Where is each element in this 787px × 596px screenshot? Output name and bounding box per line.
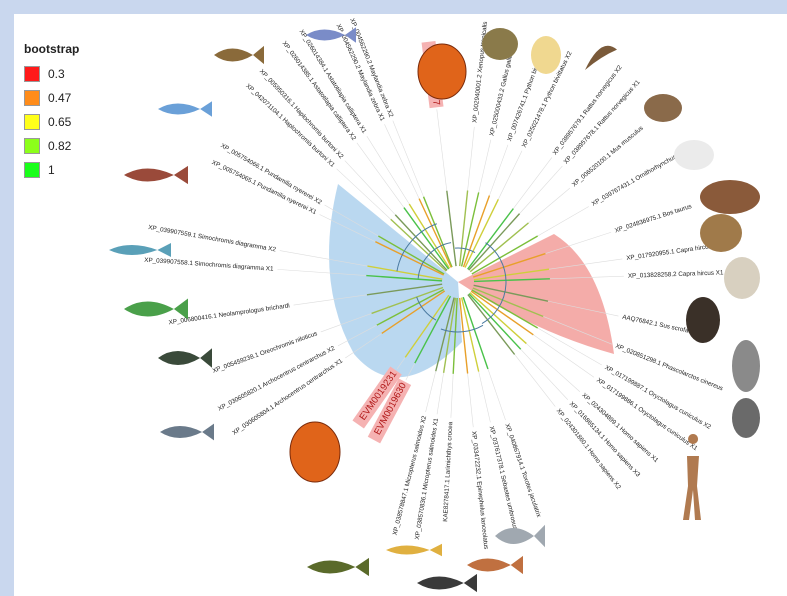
platypus-image (700, 180, 760, 214)
leaf-guide-line (538, 207, 589, 237)
leaf-label-group: KAE8278417.1 Larimichthys crocea (442, 421, 454, 522)
leaf-guide-line (479, 372, 491, 423)
leaf-label: XP_039907558.1 Simochromis diagramma X1 (144, 257, 274, 273)
fish-epinephelus-image (417, 574, 477, 592)
cow-image (700, 214, 742, 252)
leaf-guide-line (426, 371, 436, 412)
tree-canvas: bootstrap 0.3 0.47 0.65 0.82 1 XP_004562… (14, 14, 787, 596)
leaf-label-group: XP_033472232.1 Epinephelus lanceolatus (470, 431, 489, 550)
fish-archocentrus-image (160, 424, 214, 441)
leaf-label: XP_024836975.1 Bos taurus (614, 203, 693, 235)
fish-astatotilapia-image (214, 46, 264, 64)
tree-branch (465, 199, 498, 267)
tree-branch (447, 191, 456, 266)
phylogenetic-tree: XP_004562290.2 Maylandia zebra X2XP_0045… (14, 14, 787, 596)
discus-evm0006977-image (418, 44, 466, 99)
fish-neolamprologus-image (124, 299, 188, 320)
leaf-guide-line (526, 344, 580, 392)
rat-image (644, 94, 682, 122)
chick-image (531, 36, 561, 74)
leaf-guide-line (520, 166, 563, 214)
rabbit-image (732, 398, 760, 438)
fish-toxotes-image (495, 525, 545, 547)
leaf-guide-line (437, 373, 444, 414)
frog-image (482, 28, 518, 60)
leaf-label-group: XP_025000433.2 Gallus gallus (488, 51, 514, 137)
leaf-guide-line (513, 157, 552, 208)
leaf-guide-line (468, 373, 474, 427)
leaf-guide-line (528, 188, 569, 223)
fish-sebastes-image (467, 556, 523, 574)
goat-image (724, 257, 760, 299)
leaf-label: XP_025000433.2 Gallus gallus (488, 51, 514, 137)
leaf-label-group: AAQ76842.1 Sus scrofa (622, 314, 690, 335)
leaf-label: AAQ76842.1 Sus scrofa (622, 314, 690, 335)
leaf-guide-line (479, 140, 491, 193)
fish-oreochromis-image (158, 348, 212, 368)
koala-image (732, 340, 760, 392)
leaf-guide-line (489, 145, 507, 196)
leaf-guide-line (498, 151, 522, 200)
leaf-guide-line (357, 143, 404, 208)
leaf-label-group: XP_013828258.2 Capra hircus X1 (628, 269, 724, 279)
leaf-guide-line (468, 127, 475, 191)
fish-micropterus-image (307, 558, 369, 576)
tree-branch (463, 196, 489, 267)
leaf-guide-line (451, 374, 453, 418)
fish-simochromis-image (109, 243, 171, 257)
leaf-label: KAE8278417.1 Larimichthys crocea (442, 421, 454, 522)
leaf-label: XP_033472232.1 Epinephelus lanceolatus (470, 431, 489, 550)
boar-image (686, 297, 720, 343)
fish-discus-image (290, 422, 340, 482)
leaf-label-group: XP_024836975.1 Bos taurus (614, 203, 693, 235)
fish-pundamilia-image (124, 166, 188, 184)
fish-larimichthys-image (386, 544, 442, 557)
mouse-image (674, 140, 714, 170)
leaf-guide-line (488, 369, 506, 420)
leaf-label: XP_013828258.2 Capra hircus X1 (628, 269, 724, 279)
tree-branch (424, 197, 452, 267)
leaf-guide-line (515, 354, 556, 406)
leaf-label-group: XP_039907558.1 Simochromis diagramma X1 (144, 257, 274, 273)
python-image (585, 46, 617, 70)
fish-haplochromis-image (158, 101, 212, 116)
leaf-guide-line (437, 109, 447, 190)
